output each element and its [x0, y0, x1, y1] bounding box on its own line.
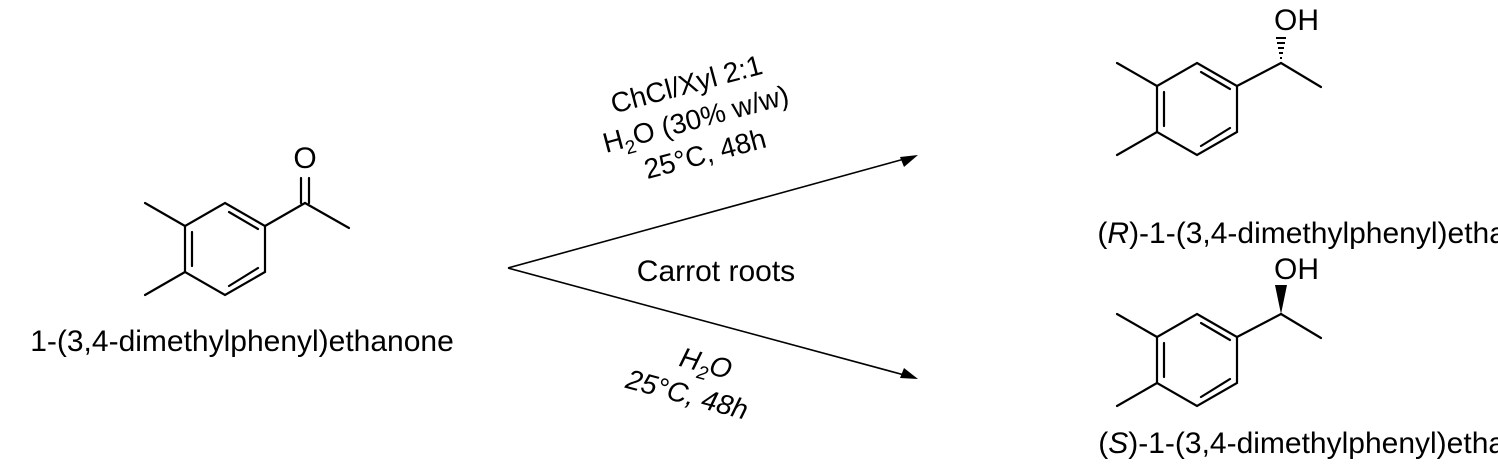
product-r-methyl-4 [1115, 130, 1159, 157]
product-s-name: (S)-1-(3,4-dimethylphenyl)ethan-1-ol [1098, 427, 1498, 460]
product-r-carbinol-bond [1235, 61, 1283, 88]
reactant-name: 1-(3,4-dimethylphenyl)ethanone [30, 325, 454, 358]
product-r-structure: OH [1115, 4, 1323, 157]
product-s-methyl [1279, 312, 1323, 340]
lower-condition-water: H2O [675, 341, 735, 390]
product-r-name: (R)-1-(3,4-dimethylphenyl)ethan-1-ol [1097, 217, 1498, 250]
reactant-methyl-acetyl [303, 201, 351, 230]
reactant-methyl-3 [143, 201, 187, 228]
lower-conditions: H2O 25°C, 48h [622, 341, 752, 425]
product-r-oh-label: OH [1274, 4, 1319, 37]
upper-conditions: ChCl/Xyl 2:1 H2O (30% w/w) 25°C, 48h [599, 49, 792, 185]
product-s-methyl-3 [1115, 312, 1159, 339]
product-s-oh-label: OH [1274, 253, 1319, 286]
product-r-methyl-3 [1115, 61, 1159, 88]
product-s-solid-wedge [1275, 285, 1287, 314]
product-r-hashed-wedge [1276, 37, 1286, 59]
reactant-structure: O [143, 142, 351, 297]
catalyst-label: Carrot roots [637, 255, 795, 288]
product-s-ring [1155, 312, 1239, 408]
product-s-structure: OH [1115, 253, 1323, 408]
upper-arrow [507, 155, 918, 269]
product-r-ring [1155, 61, 1239, 157]
reactant-acyl-bond [263, 201, 307, 228]
product-r-methyl [1279, 61, 1323, 89]
reactant-oxygen-label: O [293, 142, 316, 175]
lower-arrow [507, 267, 918, 379]
product-s-carbinol-bond [1235, 312, 1283, 339]
reactant-ring [183, 201, 267, 297]
reactant-methyl-4 [143, 270, 187, 297]
product-s-methyl-4 [1115, 381, 1159, 408]
